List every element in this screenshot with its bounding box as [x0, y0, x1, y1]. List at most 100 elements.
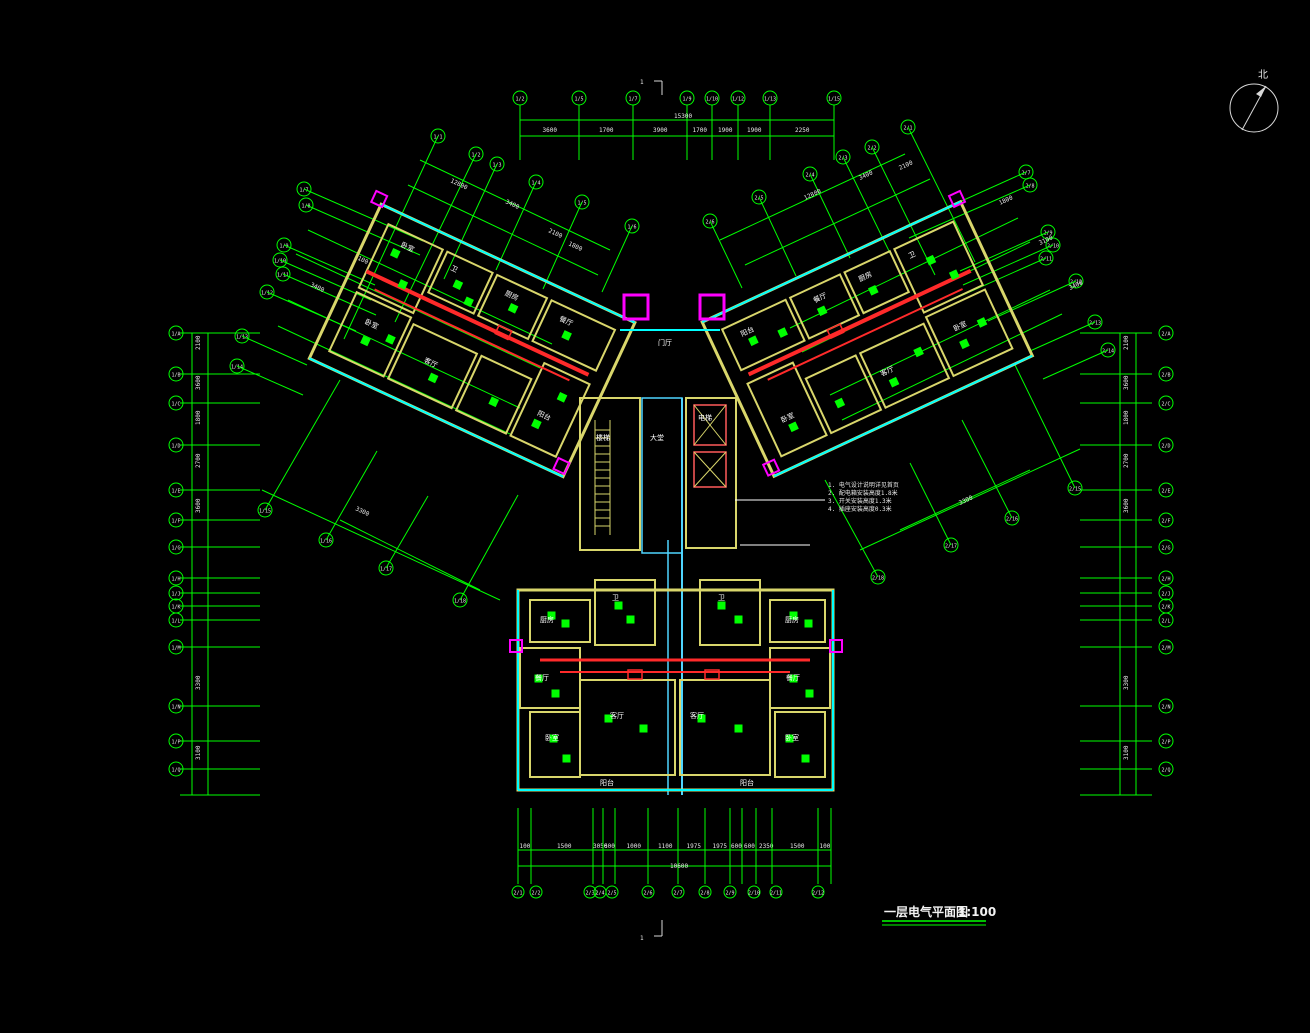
left-grid-bubble — [168, 325, 184, 341]
right-wing-grid-line — [962, 244, 1054, 286]
top-dimension-value: 3900 — [653, 127, 668, 134]
right-grid-bubble — [1158, 761, 1174, 777]
left-wing-dimension-line — [295, 253, 541, 369]
bottom-grid-label: 2/4 — [595, 891, 604, 897]
left-grid-bubble — [168, 639, 184, 655]
right-grid-bubble — [1158, 366, 1174, 382]
lower-room-label: 客厅 — [610, 711, 624, 720]
left-wing-grid-line — [282, 273, 377, 316]
right-wing-grid-line — [1029, 321, 1096, 352]
right-wing-fixture-icon — [777, 327, 788, 338]
left-grid-label: 1/B — [171, 373, 180, 379]
top-dimension-value: 1900 — [747, 127, 762, 134]
right-room-7 — [858, 322, 951, 409]
right-wing-fixture-icon — [959, 338, 970, 350]
right-wing-lower-axis — [909, 462, 952, 546]
left-wing-grid-label: 1/7 — [299, 188, 308, 194]
right-wing-grid-bubble — [870, 569, 886, 585]
left-grid-label: 1/G — [171, 546, 180, 552]
right-wing-fixture-icon — [834, 397, 846, 409]
elevator-core — [685, 397, 737, 549]
lower-fixture-icon — [604, 714, 613, 723]
right-grid-bubble — [1158, 482, 1174, 498]
bottom-grid-bubble — [529, 885, 543, 899]
lower-building-plan: 厨房卫卫厨房餐厅客厅客厅餐厅卧室卧室阳台阳台 — [509, 579, 843, 792]
top-grid-label: 1/12 — [732, 97, 744, 103]
bottom-dimension-total: 10600 — [670, 863, 688, 870]
left-wing-column-2 — [552, 456, 571, 476]
left-wing-grid-bubble — [275, 266, 291, 282]
lower-fixture-icon — [639, 724, 648, 733]
lower-room-3 — [699, 579, 761, 646]
right-dimension-value: 2100 — [1123, 335, 1130, 350]
left-wing-dimension-line — [407, 184, 599, 276]
right-wing-lower-axis — [961, 419, 1013, 519]
left-wing-grid-line — [303, 188, 424, 242]
left-wing-circuit-secondary — [374, 288, 570, 382]
left-wing-axis-line — [343, 135, 439, 340]
lower-fixture-icon — [697, 714, 706, 723]
left-grid-bubble — [168, 512, 184, 528]
left-wing-grid-label: 1/2 — [471, 153, 480, 159]
right-wing-grid-bubble — [1067, 480, 1083, 496]
lower-fixture-icon — [614, 601, 623, 610]
left-grid-bubble — [168, 733, 184, 749]
left-wing-grid-bubble — [468, 146, 484, 162]
top-grid-bubble — [730, 90, 746, 106]
left-wing-window-bottom — [308, 357, 564, 478]
right-wing-grid-line — [987, 280, 1077, 322]
bottom-grid-bubble — [511, 885, 525, 899]
right-grid-bubble — [1158, 698, 1174, 714]
top-dimension-value: 2250 — [795, 127, 810, 134]
lower-unit-box-left — [627, 669, 643, 680]
lower-room-label: 厨房 — [785, 615, 799, 624]
left-wing-grid-bubble — [430, 128, 446, 144]
right-grid-label: 2/F — [1161, 519, 1170, 525]
right-room-5 — [746, 361, 828, 458]
lower-fixture-icon — [801, 754, 810, 763]
left-grid-bubble — [168, 585, 184, 601]
top-grid-bubble — [625, 90, 641, 106]
right-wing-unit-box — [826, 323, 845, 340]
right-wing-grid-bubble — [943, 537, 959, 553]
bottom-dimension-value: 1000 — [627, 843, 642, 850]
left-wing-axis-line — [443, 163, 498, 280]
left-wing-fixture-icon — [427, 372, 439, 384]
left-wing-grid-bubble — [318, 532, 334, 548]
lower-fixture-icon — [785, 734, 794, 743]
left-wing-lower-axis — [264, 379, 341, 511]
lower-room-5 — [519, 647, 581, 709]
left-grid-label: 1/M — [171, 646, 180, 652]
north-label: 北 — [1258, 69, 1268, 81]
lower-fixture-icon — [549, 734, 558, 743]
left-wing-grid-line — [305, 204, 421, 256]
lower-room-label: 餐厅 — [786, 673, 800, 682]
right-wing-grid-label: 2/5 — [754, 196, 763, 202]
bottom-dimension-value: 3050 — [593, 843, 608, 850]
right-wing-grid-label: 2/16 — [1006, 517, 1018, 523]
top-dimension-value: 1900 — [718, 127, 733, 134]
top-grid-label: 1/5 — [574, 97, 583, 103]
right-wing-grid-line — [908, 184, 1031, 239]
top-grid-bubble — [512, 90, 528, 106]
left-wing-fixture-icon — [452, 279, 464, 291]
right-dimension-value: 3100 — [1123, 745, 1130, 760]
lower-fixture-icon — [561, 619, 570, 628]
top-grid-label: 1/7 — [628, 97, 637, 103]
right-wing-grid-label: 2/3 — [838, 156, 847, 162]
right-wing-grid-bubble — [1040, 224, 1056, 240]
bottom-grid-label: 2/12 — [812, 891, 824, 897]
right-wing-window-bottom — [773, 354, 1033, 478]
left-wing-grid-label: 1/11 — [277, 273, 289, 279]
top-grid-bubble — [571, 90, 587, 106]
left-room-2 — [426, 250, 494, 315]
lower-fixture-icon — [805, 689, 814, 698]
right-wing-grid-bubble — [751, 189, 767, 205]
right-wing-fixture-icon — [748, 335, 759, 347]
left-dimension-value: 2100 — [195, 335, 202, 350]
